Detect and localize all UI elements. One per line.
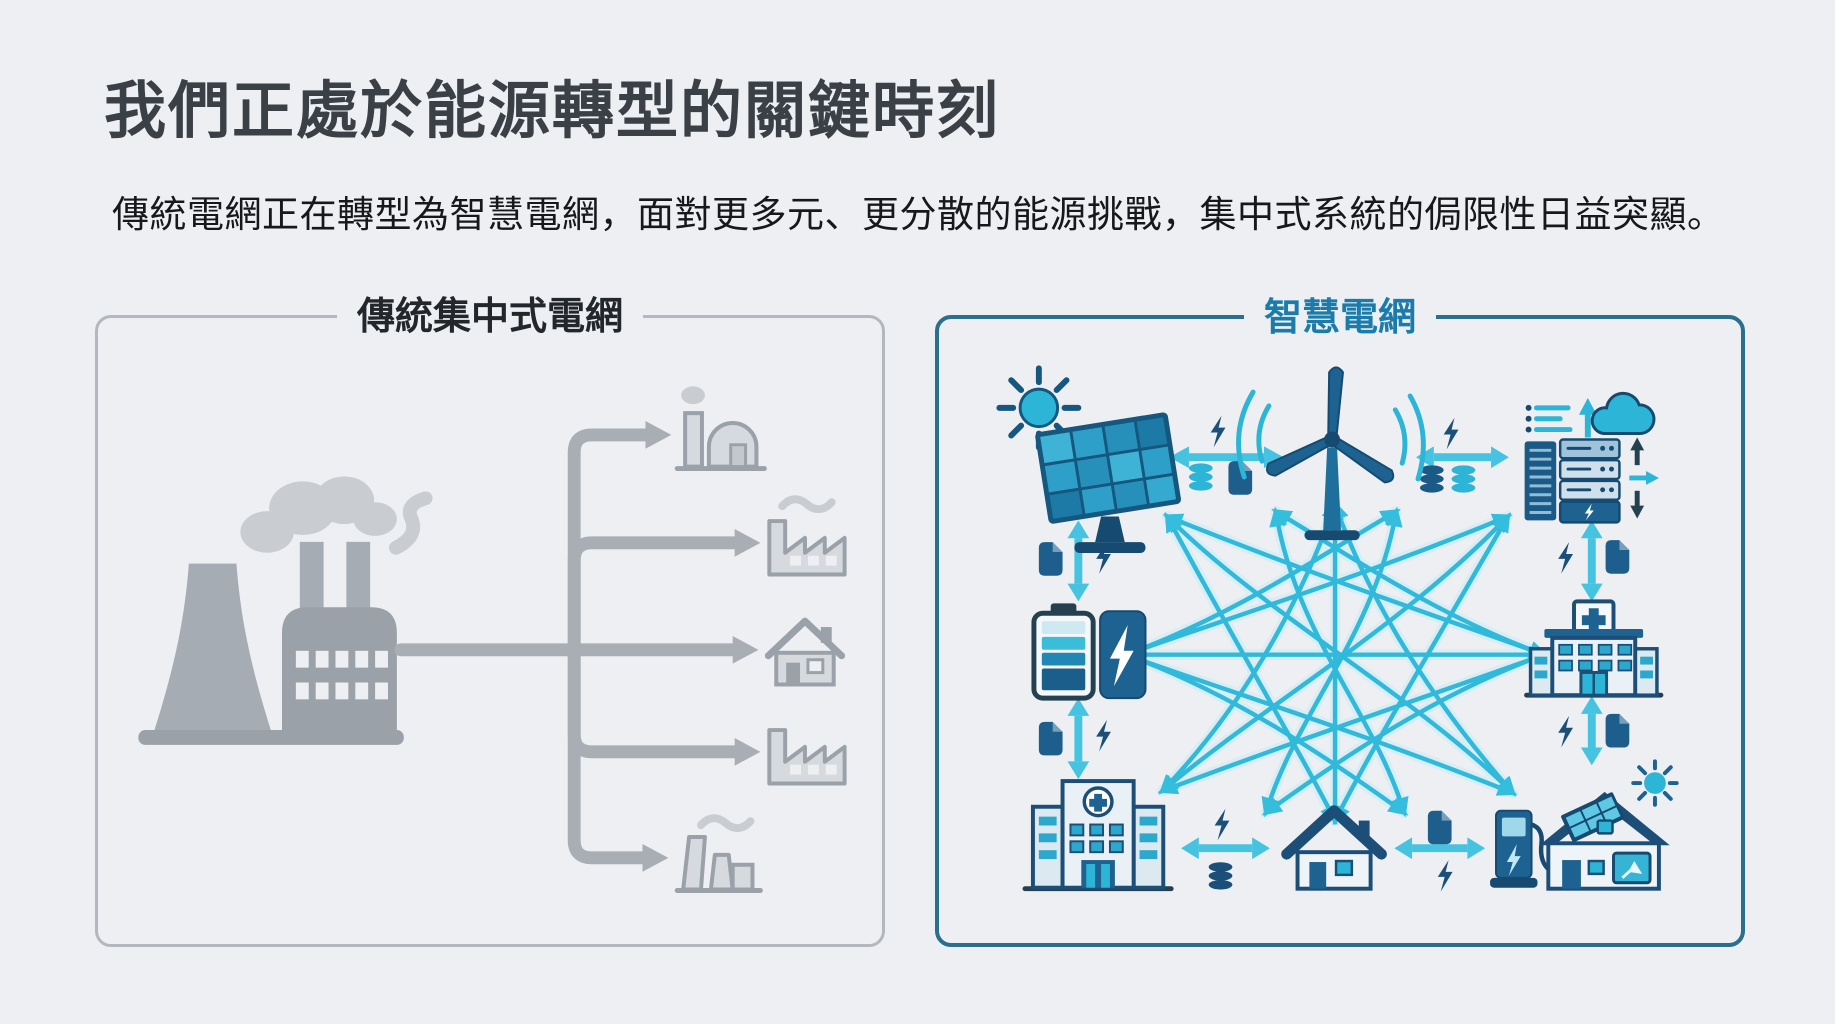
upload-arrow-icon [1578, 397, 1597, 438]
factory-icon [767, 495, 847, 577]
industrial-site-icon [674, 386, 767, 472]
energy-data-exchange-horizontal [1394, 810, 1486, 892]
clinic-icon [1524, 599, 1664, 698]
lightning-icon [1437, 860, 1453, 892]
house-icon [1281, 805, 1387, 891]
energy-data-exchange-vertical [1038, 698, 1111, 780]
energy-data-exchange-vertical [1558, 696, 1630, 766]
mesh-network-arrows [1126, 505, 1545, 821]
task-list-icon [1525, 404, 1573, 433]
hospital-icon [1022, 779, 1174, 892]
lightning-icon [1558, 542, 1574, 574]
smart-grid-diagram [996, 365, 1679, 892]
traditional-grid-diagram [138, 386, 847, 893]
database-icon [1419, 465, 1444, 493]
traditional-grid-panel-title: 傳統集中式電網 [336, 296, 644, 339]
cloud-icon [1590, 391, 1656, 436]
house-icon [764, 617, 846, 687]
document-icon [1605, 713, 1630, 748]
traditional-grid-panel: 傳統集中式電網 [95, 296, 885, 947]
energy-data-exchange-horizontal [1169, 415, 1284, 495]
coal-power-plant-icon [138, 476, 433, 745]
wind-turbine-icon [1236, 366, 1426, 541]
solar-panel-icon [1035, 412, 1181, 553]
power-inverter-icon [1099, 610, 1147, 700]
sun-icon [1631, 759, 1679, 807]
page-subtitle: 傳統電網正在轉型為智慧電網，面對更多元、更分散的能源挑戰，集中式系統的侷限性日益… [112, 194, 1725, 235]
factory-icon [767, 728, 847, 786]
lightning-icon [1096, 719, 1111, 752]
distribution-arrowheads [642, 421, 761, 872]
energy-data-exchange-vertical [1558, 520, 1630, 602]
distribution-lines [394, 428, 742, 865]
page-title: 我們正處於能源轉型的關鍵時刻 [104, 77, 1001, 146]
document-icon [1427, 810, 1452, 845]
energy-data-exchange-horizontal [1181, 808, 1270, 890]
lightning-icon [1558, 715, 1574, 748]
lightning-icon [1214, 808, 1230, 841]
smart-home-icon [1539, 791, 1670, 891]
ev-charger-icon [1490, 809, 1562, 888]
document-icon [1038, 721, 1063, 756]
database-icon [1451, 465, 1476, 493]
sync-arrows-icon [1629, 437, 1659, 519]
database-icon [1188, 463, 1213, 491]
chimney-building-icon [674, 814, 763, 893]
lightning-icon [1443, 417, 1459, 450]
battery-storage-icon [1031, 603, 1096, 701]
energy-data-exchange-horizontal [1416, 417, 1509, 493]
document-icon [1038, 542, 1063, 576]
data-center-icon [1524, 391, 1659, 524]
smart-grid-panel: 智慧電網 [935, 297, 1745, 947]
smart-grid-panel-title: 智慧電網 [1243, 297, 1437, 340]
lightning-icon [1210, 415, 1226, 448]
document-icon [1605, 540, 1630, 574]
database-icon [1208, 862, 1233, 890]
